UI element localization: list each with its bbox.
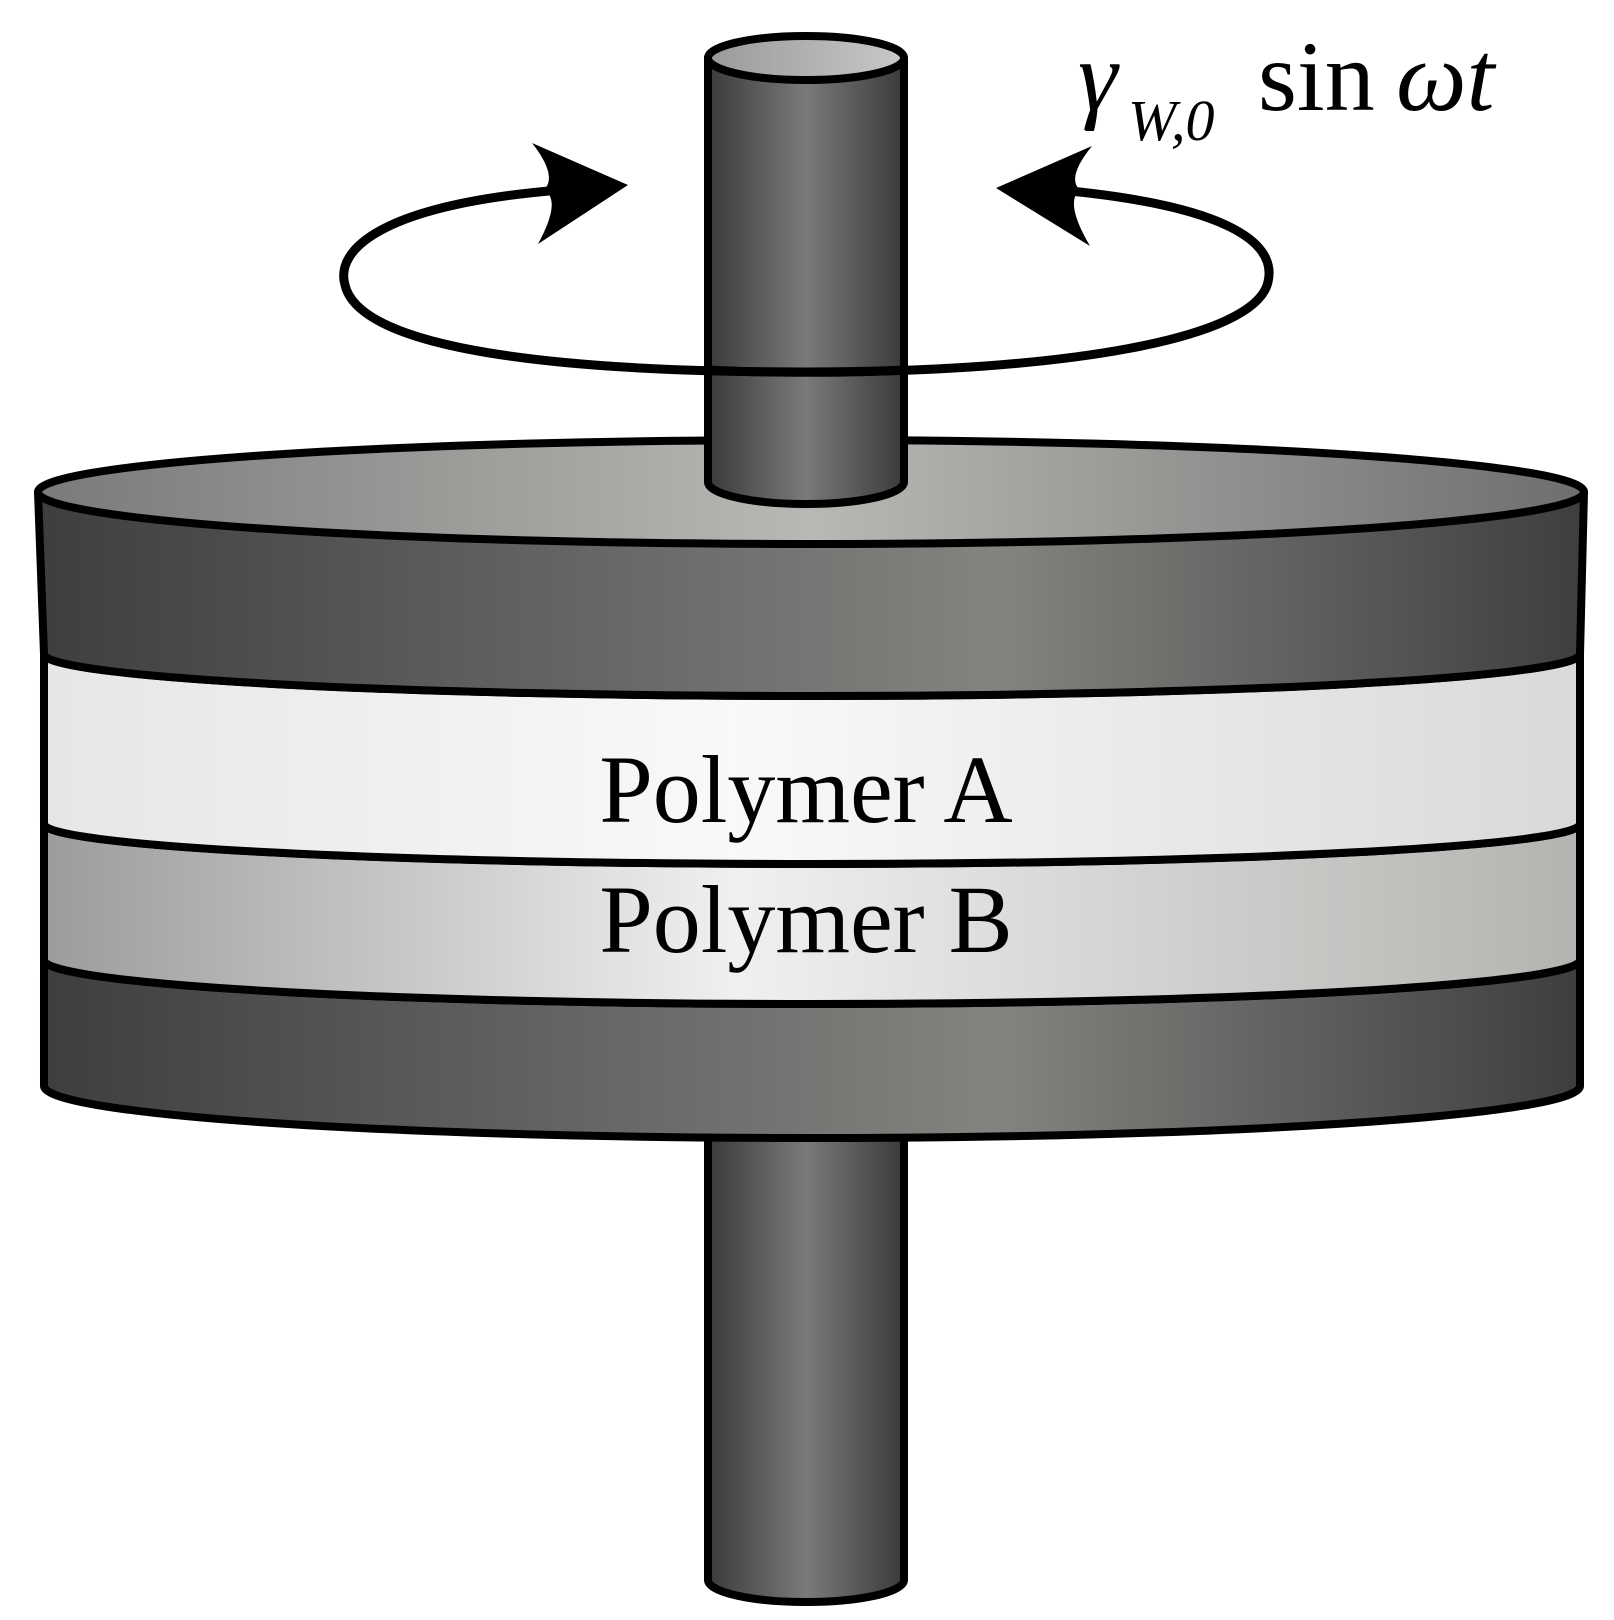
strain-formula: γ W,0 sin ωt bbox=[1078, 21, 1497, 153]
polymer-a-label: Polymer A bbox=[599, 736, 1012, 843]
circular-rotation-arrow-icon bbox=[339, 143, 1274, 377]
bottom-shaft bbox=[704, 1096, 908, 1606]
strain-symbol: γ bbox=[1078, 21, 1120, 132]
sine-argument: ωt bbox=[1396, 21, 1497, 132]
top-shaft-opening bbox=[704, 32, 908, 84]
arrowhead-left-icon bbox=[996, 146, 1092, 246]
sine-function: sin bbox=[1258, 21, 1375, 132]
strain-subscript: W,0 bbox=[1128, 88, 1215, 153]
polymer-b-label: Polymer B bbox=[599, 866, 1012, 973]
top-shaft bbox=[704, 32, 908, 508]
arrowhead-right-icon bbox=[532, 143, 628, 244]
